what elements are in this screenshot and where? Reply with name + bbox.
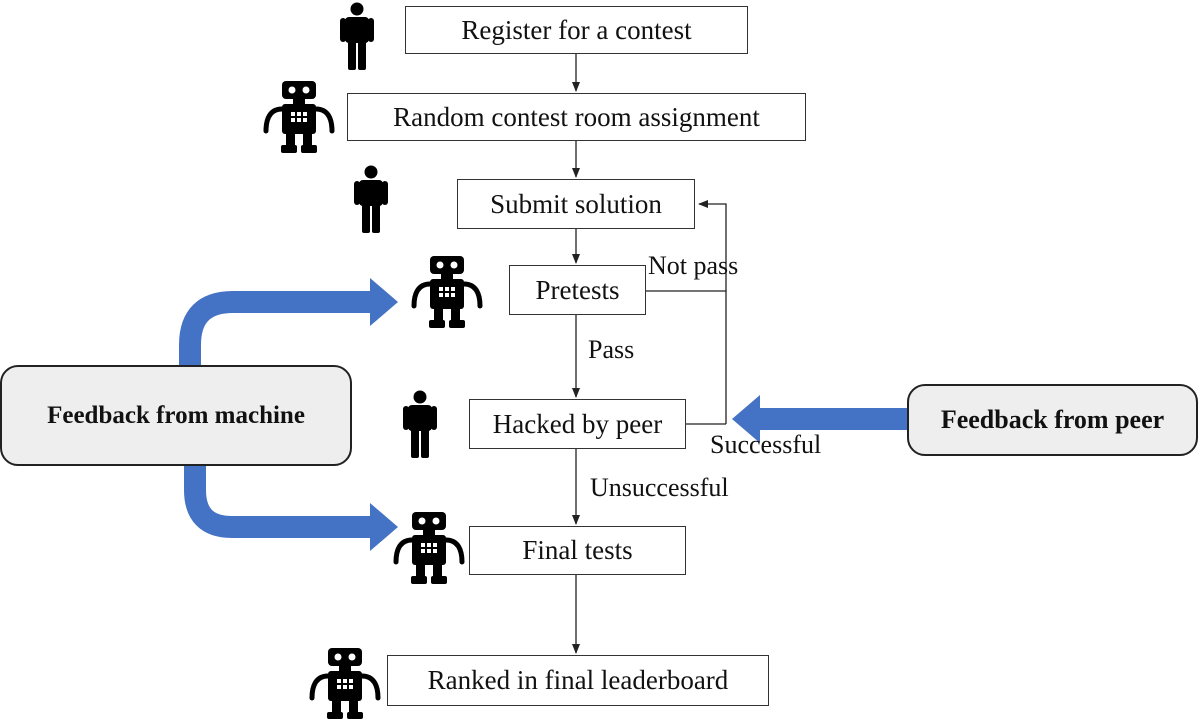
robot-icon: [263, 81, 335, 153]
edge-label-unsuccessful: Unsuccessful: [590, 473, 729, 502]
feedback-from-peer-box: Feedback from peer: [907, 384, 1198, 456]
robot-icon: [309, 648, 381, 719]
machine-feedback-arrowhead-lower: [370, 503, 398, 551]
robot-icon: [393, 512, 465, 584]
person-icon: [354, 165, 388, 233]
step-final-tests: Final tests: [469, 526, 686, 575]
edge-label-not-pass: Not pass: [648, 251, 739, 280]
edge-label-successful: Successful: [710, 430, 822, 459]
step-pretests: Pretests: [509, 265, 646, 315]
step-register: Register for a contest: [405, 6, 748, 54]
person-icon: [403, 390, 437, 458]
edge-label-pass: Pass: [588, 335, 635, 364]
loop-not-pass-to-submit: [646, 200, 727, 292]
feedback-from-machine-box: Feedback from machine: [0, 365, 352, 466]
machine-feedback-arrowhead-upper: [370, 278, 398, 326]
person-icon: [340, 2, 374, 70]
robot-icon: [411, 256, 483, 328]
machine-feedback-arrow-lower: [184, 465, 372, 538]
machine-feedback-arrow-upper: [179, 291, 372, 366]
step-ranked-leaderboard: Ranked in final leaderboard: [387, 655, 769, 706]
step-room-assignment: Random contest room assignment: [347, 93, 806, 141]
step-submit-solution: Submit solution: [457, 179, 695, 229]
peer-feedback-arrowhead: [732, 395, 760, 443]
step-hacked-by-peer: Hacked by peer: [469, 399, 686, 449]
